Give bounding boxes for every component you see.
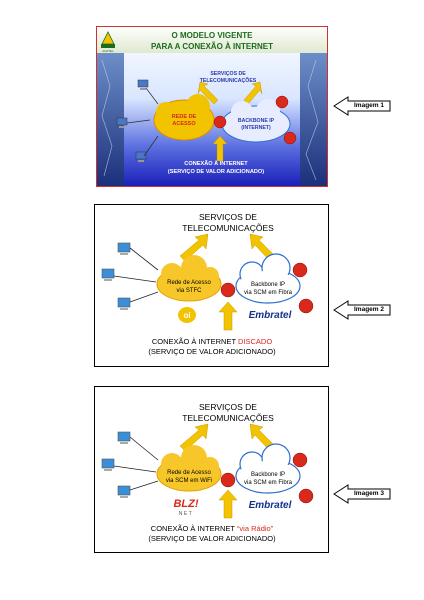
backbone-label-line2: via SCM em Fibra	[244, 480, 293, 486]
caption-arrow-3: Imagem 3	[333, 484, 391, 504]
backbone-label-line1: Backbone IP	[251, 282, 285, 288]
right-photo-strip	[300, 53, 328, 187]
access-network-label-line2: ACESSO	[172, 121, 196, 127]
access-network-label-line1: REDE DE	[172, 114, 197, 120]
router-nodes	[213, 95, 297, 145]
access-network-label-line2: via STFC	[176, 288, 202, 294]
router-nodes	[220, 262, 314, 314]
computer-icon	[101, 268, 115, 281]
services-label-line1: SERVIÇOS DE	[210, 71, 246, 77]
footer-highlight: DISCADO	[238, 337, 272, 346]
slide-3-graphic: SERVIÇOS DE TELECOMUNICAÇÕES Rede de Ace…	[94, 386, 329, 553]
caption-arrow-2: Imagem 2	[333, 300, 391, 320]
services-label-line1: SERVIÇOS DE	[199, 402, 257, 412]
slide-2-footer-line1: CONEXÃO À INTERNET DISCADO	[152, 337, 272, 346]
caption-arrow-1: Imagem 1	[333, 96, 391, 116]
access-network-label-line2: via SCM em WiFi	[166, 478, 212, 484]
slide-3-footer-line2: (SERVIÇO DE VALOR ADICIONADO)	[148, 534, 276, 543]
computer-icon	[101, 458, 115, 471]
backbone-label-line2: via SCM em Fibra	[244, 290, 293, 296]
oi-logo: oi	[178, 307, 196, 323]
slide-2: SERVIÇOS DE TELECOMUNICAÇÕES Rede de Ace…	[94, 204, 329, 367]
computer-icon	[117, 431, 131, 444]
computer-icon	[116, 117, 128, 128]
services-label-line2: TELECOMUNICAÇÕES	[182, 223, 274, 233]
access-network-label-line1: Rede de Acesso	[167, 280, 211, 286]
computer-icon	[117, 297, 131, 310]
backbone-label-line1: Backbone IP	[251, 472, 285, 478]
slide-3-footer-line1: CONEXÃO À INTERNET “via Rádio”	[151, 524, 274, 533]
computer-icon	[117, 485, 131, 498]
svg-text:oi: oi	[183, 311, 190, 320]
slide-1-footer-line1: CONEXÃO À INTERNET	[184, 160, 248, 167]
computer-icon	[135, 151, 147, 162]
computer-icon	[137, 79, 149, 90]
left-arrow-icon	[333, 484, 391, 504]
access-network-cloud	[156, 445, 222, 492]
anatel-logo-text: ANATEL	[102, 49, 114, 53]
caption-label: Imagem 3	[354, 490, 384, 497]
up-arrow	[218, 301, 238, 331]
backbone-label-line1: BACKBONE IP	[238, 118, 275, 124]
backbone-label-line2: (INTERNET)	[241, 125, 271, 131]
svg-text:NET: NET	[179, 511, 194, 517]
caption-label: Imagem 1	[354, 102, 384, 109]
backbone-cloud	[235, 253, 301, 304]
services-label-line2: TELECOMUNICAÇÕES	[200, 77, 257, 84]
router-nodes	[220, 452, 314, 504]
anatel-logo	[101, 31, 115, 48]
access-network-label-line1: Rede de Acesso	[167, 470, 211, 476]
computer-icon	[117, 242, 131, 255]
access-network-cloud	[153, 94, 215, 141]
slide-1-graphic: ANATEL O MODELO VIGENTE PARA A CONEXÃO À…	[96, 26, 328, 187]
up-arrow	[212, 135, 228, 162]
embratel-logo: Embratel	[249, 310, 292, 321]
backbone-cloud	[221, 99, 291, 143]
slide-1: ANATEL O MODELO VIGENTE PARA A CONEXÃO À…	[96, 26, 328, 187]
footer-highlight: “via Rádio”	[237, 524, 274, 533]
slide-3: SERVIÇOS DE TELECOMUNICAÇÕES Rede de Ace…	[94, 386, 329, 553]
blz-net-logo: BLZ! NET	[173, 498, 198, 517]
services-arrows	[179, 233, 276, 262]
slide-2-footer-line2: (SERVIÇO DE VALOR ADICIONADO)	[148, 347, 276, 356]
left-arrow-icon	[333, 96, 391, 116]
svg-text:BLZ!: BLZ!	[173, 498, 198, 510]
slide-1-title-line1: O MODELO VIGENTE	[172, 31, 254, 40]
embratel-logo: Embratel	[249, 500, 292, 511]
up-arrow	[218, 489, 238, 519]
left-arrow-icon	[333, 300, 391, 320]
slide-1-footer-line2: (SERVIÇO DE VALOR ADICIONADO)	[168, 169, 264, 175]
services-label-line2: TELECOMUNICAÇÕES	[182, 413, 274, 423]
caption-label: Imagem 2	[354, 306, 384, 313]
slide-2-graphic: SERVIÇOS DE TELECOMUNICAÇÕES Rede de Ace…	[94, 204, 329, 367]
backbone-cloud	[235, 443, 301, 494]
slide-1-title-line2: PARA A CONEXÃO À INTERNET	[151, 42, 273, 51]
services-label-line1: SERVIÇOS DE	[199, 212, 257, 222]
access-network-cloud	[156, 255, 222, 302]
services-arrows	[179, 423, 276, 452]
